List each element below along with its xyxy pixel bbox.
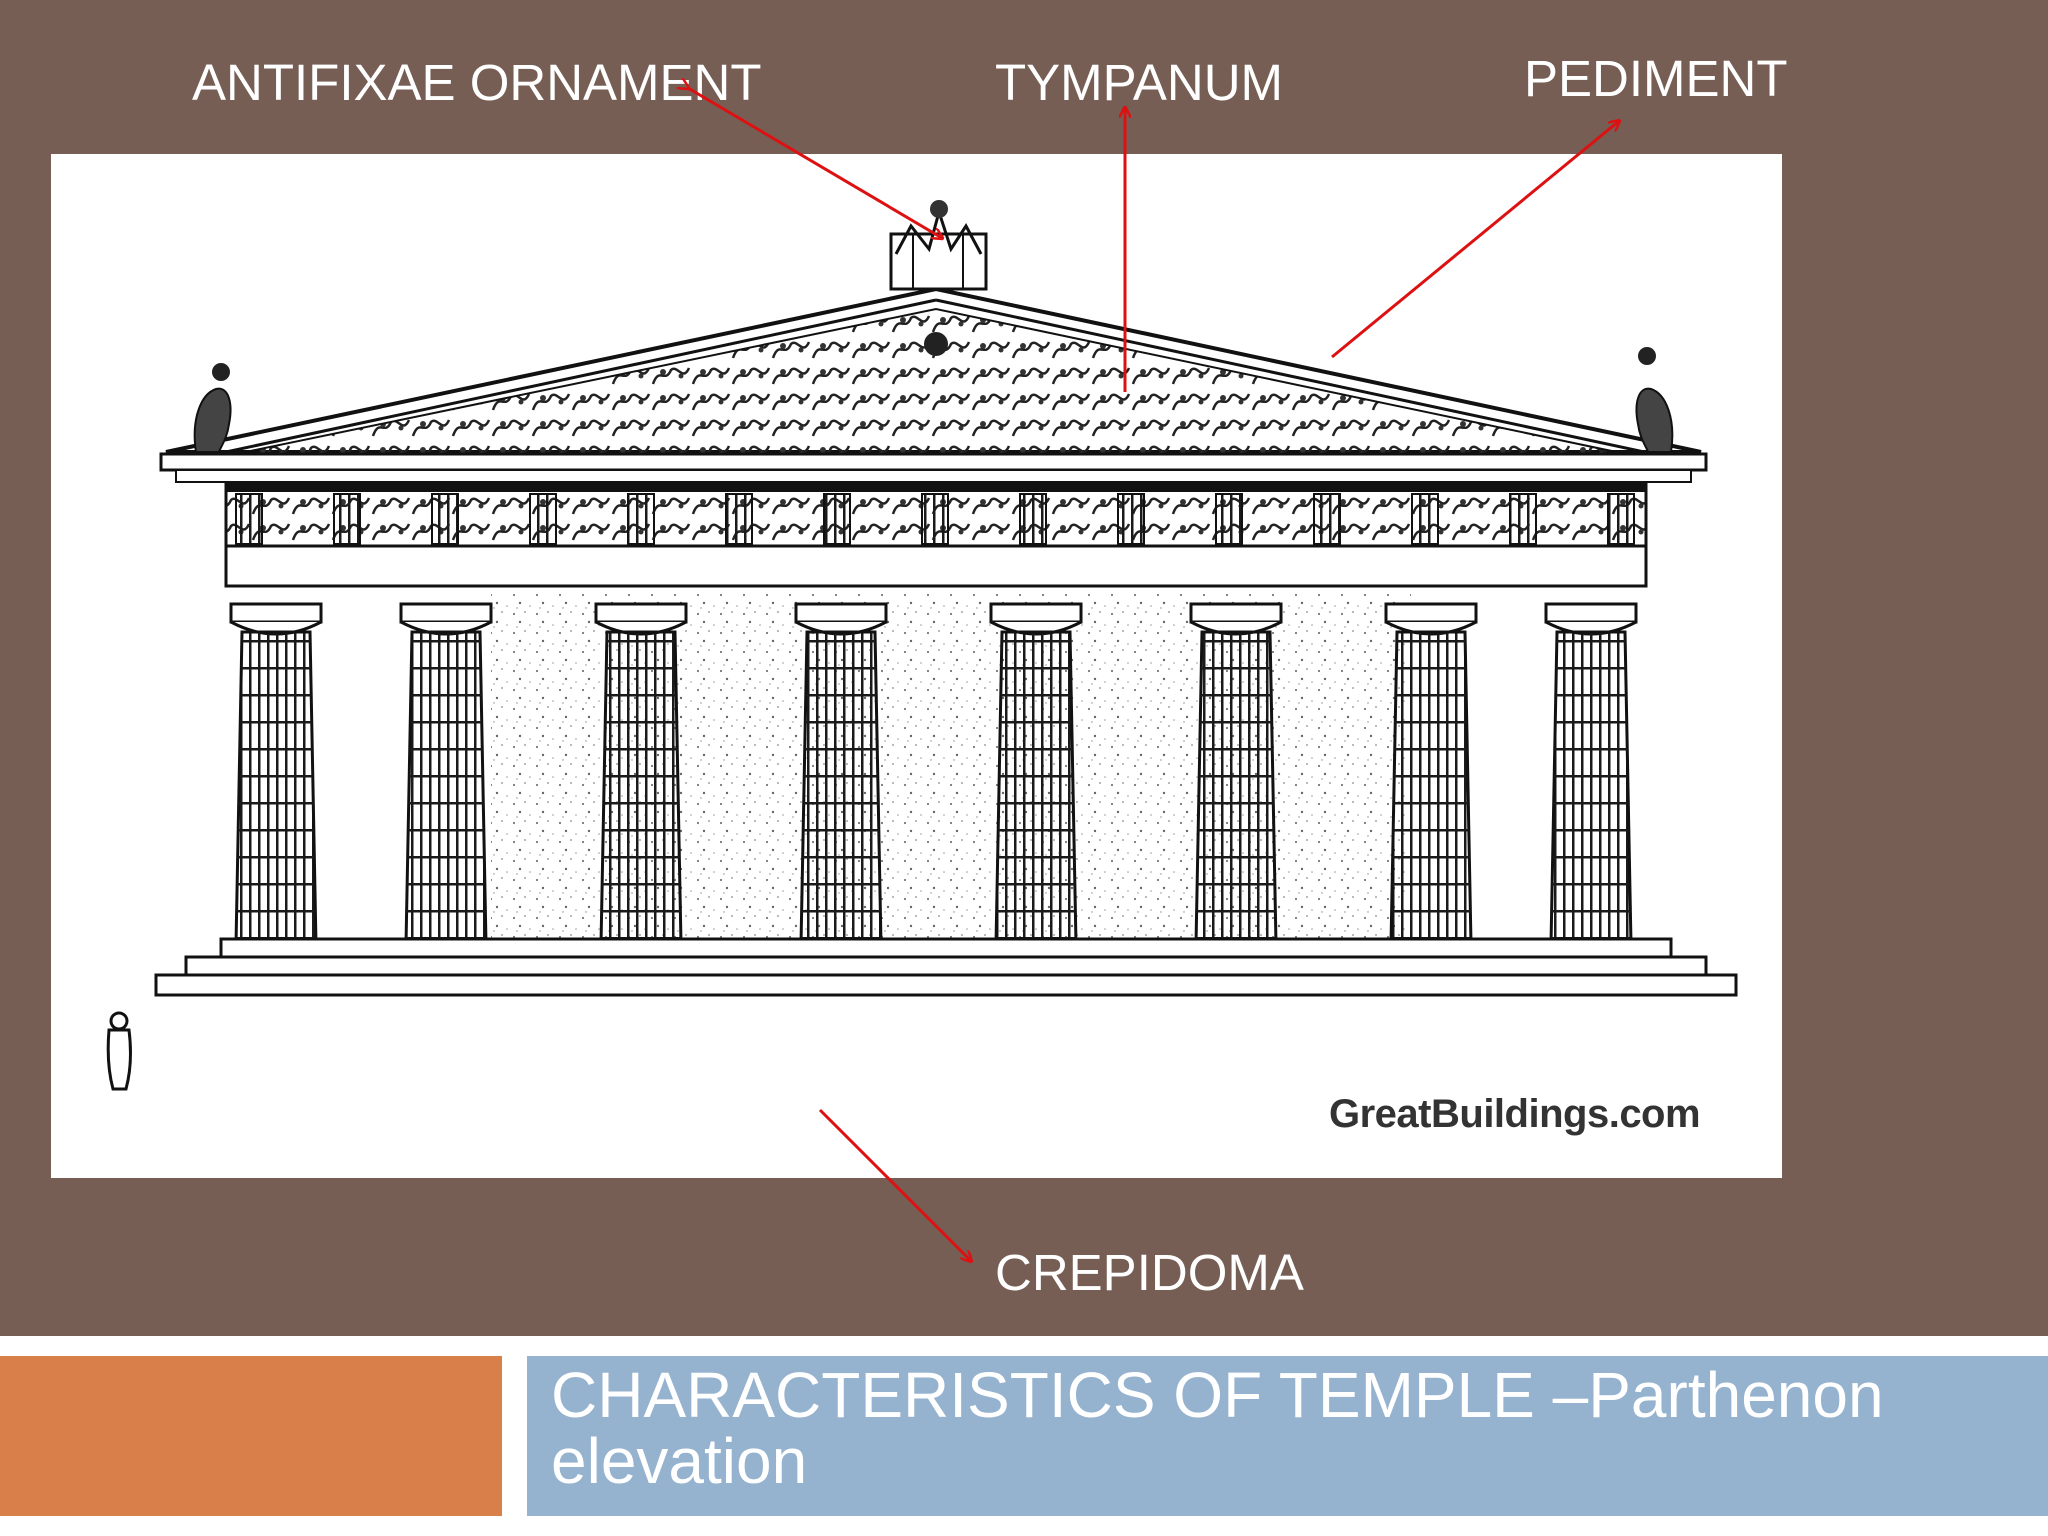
temple-illustration <box>106 200 1738 1091</box>
parthenon-elevation-drawing: GreatBuildings.com <box>51 154 1782 1178</box>
triglyph <box>1313 493 1341 545</box>
arrow-pediment <box>1331 121 1619 359</box>
triglyph <box>431 493 459 545</box>
column <box>1384 602 1478 946</box>
triglyph <box>823 493 851 545</box>
crepidoma-steps <box>154 937 1738 997</box>
triglyph <box>529 493 557 545</box>
triglyph <box>921 493 949 545</box>
triglyph <box>1607 493 1635 545</box>
triglyph <box>1215 493 1243 545</box>
triglyph <box>235 493 263 545</box>
triglyph-group <box>235 493 1635 545</box>
triglyph <box>1509 493 1537 545</box>
column <box>1189 602 1283 946</box>
column <box>989 602 1083 946</box>
accent-block <box>0 1356 502 1516</box>
title-bar: CHARACTERISTICS OF TEMPLE –Parthenon ele… <box>527 1356 2048 1516</box>
watermark-text: GreatBuildings.com <box>1329 1092 1701 1136</box>
callout-arrows <box>0 0 2048 1336</box>
triglyph <box>725 493 753 545</box>
colonnade <box>229 602 1638 946</box>
label-crepidoma: CREPIDOMA <box>995 1244 1304 1301</box>
scale-figure <box>106 1011 132 1091</box>
label-tympanum: TYMPANUM <box>995 54 1284 111</box>
arrow-crepidoma <box>818 1108 971 1261</box>
architrave <box>224 544 1648 588</box>
acroterion-right <box>1635 347 1674 453</box>
column <box>794 602 888 946</box>
label-antifixae-ornament: ANTIFIXAE ORNAMENT <box>192 54 762 111</box>
label-pediment: PEDIMENT <box>1524 50 1788 107</box>
triglyph <box>333 493 361 545</box>
triglyph <box>1019 493 1047 545</box>
slide-title: CHARACTERISTICS OF TEMPLE –Parthenon ele… <box>551 1359 1884 1497</box>
column <box>594 602 688 946</box>
triglyph <box>1411 493 1439 545</box>
column <box>399 602 493 946</box>
triglyph <box>1117 493 1145 545</box>
acroterion-left <box>193 363 232 453</box>
arrow-antifixae <box>688 88 942 238</box>
triglyph <box>627 493 655 545</box>
column <box>1544 602 1638 946</box>
